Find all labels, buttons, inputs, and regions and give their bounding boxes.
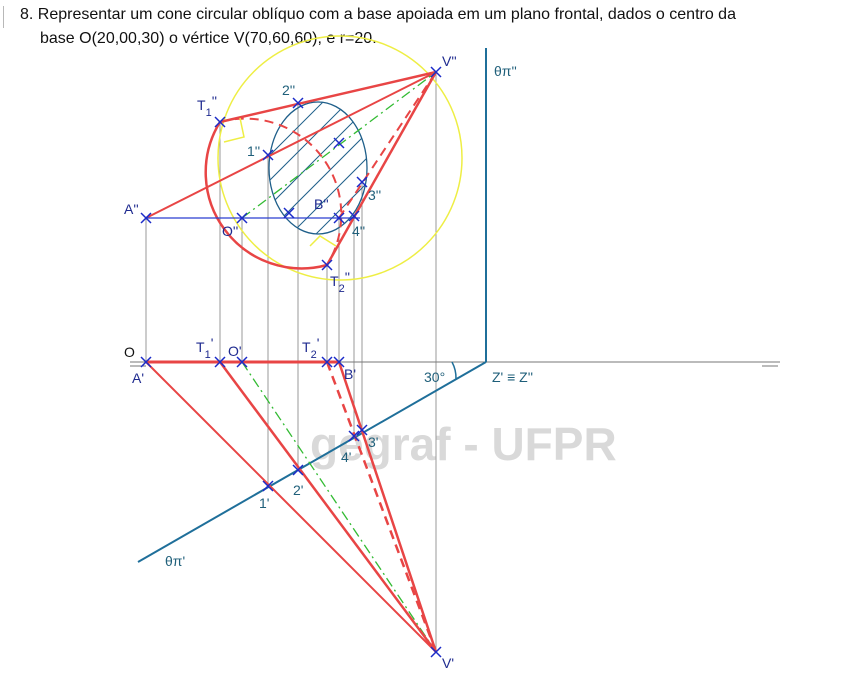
marker-v1 xyxy=(430,646,442,658)
auxiliary-sphere xyxy=(217,35,463,281)
marker-v2 xyxy=(430,66,442,78)
label-t1-2: T1'' xyxy=(197,93,217,119)
label-p4-1: 4' xyxy=(341,449,351,465)
base-circle-hidden xyxy=(219,117,343,266)
generatrix-a-front xyxy=(145,71,437,219)
marker-t1-2 xyxy=(214,116,226,128)
marker-p3-1 xyxy=(356,424,368,436)
margin-bar xyxy=(3,6,4,28)
cone-axis-front xyxy=(241,71,437,219)
marker-b1 xyxy=(333,356,345,368)
label-a1: A' xyxy=(132,370,144,386)
marker-a2 xyxy=(140,212,152,224)
label-o2: O'' xyxy=(222,223,238,239)
label-v1: V' xyxy=(442,655,454,671)
label-b1: B' xyxy=(344,366,356,382)
label-b2: B'' xyxy=(314,196,329,212)
marker-o2 xyxy=(236,212,248,224)
generatrix-t2-top xyxy=(325,361,438,653)
generatrix-t1-front xyxy=(219,70,437,124)
marker-ellipse-top xyxy=(333,137,345,149)
label-z-axis: Z' ≡ Z'' xyxy=(492,369,533,385)
label-p2-2: 2'' xyxy=(282,82,295,98)
label-a2: A'' xyxy=(124,201,139,217)
right-angle-mark-t1 xyxy=(223,117,245,143)
marker-p2-2 xyxy=(292,97,304,109)
marker-p2-1 xyxy=(292,464,304,476)
base-circle-visible xyxy=(204,121,328,270)
marker-t2-2 xyxy=(321,259,333,271)
problem-line-1: 8. Representar um cone circular oblíquo … xyxy=(20,6,736,23)
label-p2-1: 2' xyxy=(293,482,303,498)
label-p1-2: 1'' xyxy=(247,143,260,159)
right-angle-mark-t2 xyxy=(309,235,337,247)
point-markers xyxy=(140,66,442,658)
marker-p1-1 xyxy=(262,480,274,492)
label-p4-2: 4'' xyxy=(352,223,365,239)
top-view-contour xyxy=(145,360,438,653)
marker-p4-1 xyxy=(348,430,360,442)
marker-p4-2 xyxy=(348,210,360,222)
label-p3-1: 3' xyxy=(368,434,378,450)
label-plane-front-trace: θπ'' xyxy=(494,63,517,79)
label-v2: V'' xyxy=(442,53,457,69)
label-t2-2: T2'' xyxy=(330,269,350,295)
label-plane-top-trace: θπ' xyxy=(165,553,185,569)
generatrix-a-top xyxy=(145,361,437,653)
marker-t2-1 xyxy=(321,356,333,368)
marker-o1 xyxy=(236,356,248,368)
marker-a1 xyxy=(140,356,152,368)
label-origin: O xyxy=(124,344,135,360)
marker-t1-1 xyxy=(214,356,226,368)
angle-arc xyxy=(451,361,457,380)
marker-ellipse-left xyxy=(283,207,295,219)
problem-line-2: base O(20,00,30) o vértice V(70,60,60), … xyxy=(40,30,377,47)
plane-top-trace xyxy=(137,361,487,563)
label-p1-1: 1' xyxy=(259,495,269,511)
marker-b2 xyxy=(333,212,345,224)
label-t2-1: T2' xyxy=(302,335,319,361)
front-view-contour xyxy=(145,70,438,266)
marker-p1-2 xyxy=(262,149,274,161)
cone-axis-top xyxy=(241,361,437,653)
label-t1-1: T1' xyxy=(196,335,213,361)
marker-p3-2 xyxy=(356,176,368,188)
generatrix-b-top xyxy=(337,361,438,653)
label-o1: O' xyxy=(228,343,242,359)
problem-statement: 8. Representar um cone circular oblíquo … xyxy=(20,3,860,51)
generatrix-t1-top xyxy=(218,361,438,653)
generatrix-t2-front xyxy=(325,71,438,266)
watermark: gegraf - UFPR xyxy=(310,418,617,470)
label-angle: 30° xyxy=(424,369,445,385)
label-p3-2: 3'' xyxy=(368,187,381,203)
